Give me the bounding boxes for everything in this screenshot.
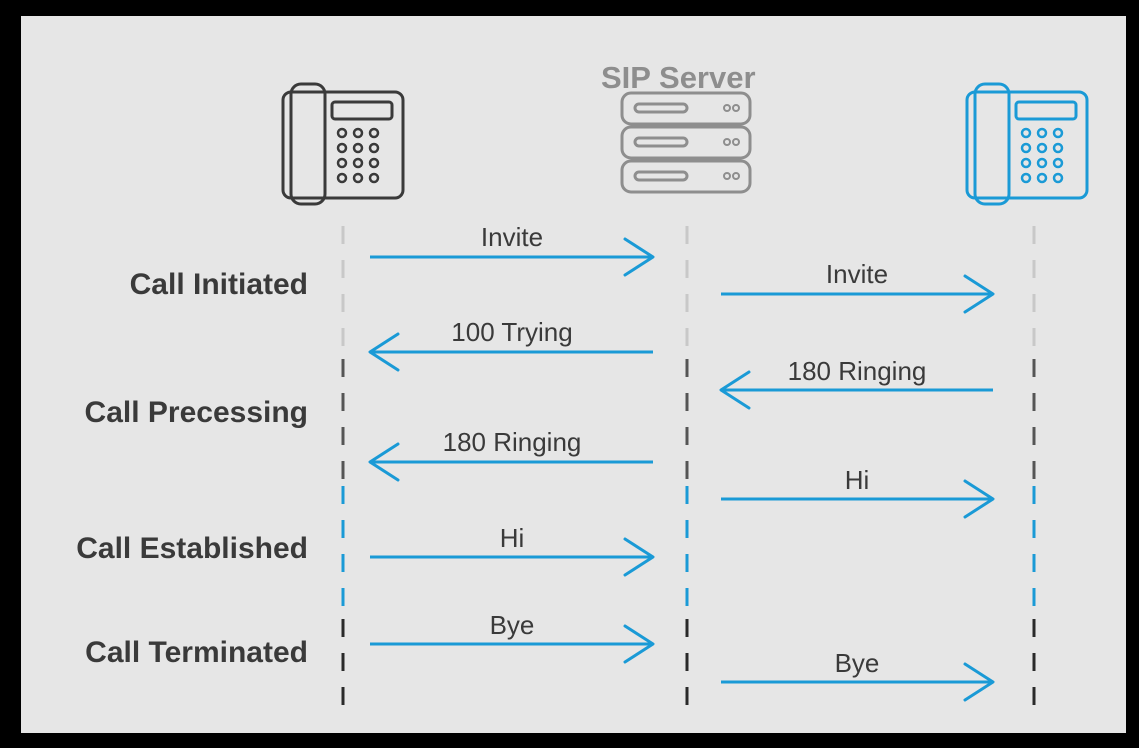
stage-label-terminated: Call Terminated [85,636,308,669]
caller-phone-icon [281,82,405,206]
message-label: Invite [825,259,889,289]
sequence-diagram [281,82,1089,705]
message-arrows [368,237,995,702]
lifelines [341,226,1036,705]
message-label: Invite [480,222,544,252]
message-arrow [370,624,655,664]
message-label: Hi [499,523,525,553]
diagram-panel: SIP Server Call Initiated Call Precessin… [21,16,1126,733]
message-arrow [721,274,995,314]
server-stack-icon [620,91,752,194]
message-label: Bye [834,648,880,678]
message-arrow [370,237,655,277]
message-arrow [368,442,653,482]
stage-label-processing: Call Precessing [84,396,308,429]
stage-label-established: Call Established [76,532,308,565]
message-arrow [721,479,995,519]
message-arrow [719,370,993,410]
message-label: 100 Trying [451,317,573,347]
message-arrow [721,662,995,702]
stage-label-initiated: Call Initiated [129,268,308,301]
message-label: 180 Ringing [442,427,582,457]
callee-phone-icon [965,82,1089,206]
message-arrow [370,537,655,577]
message-label: Bye [489,610,535,640]
message-arrow [368,332,653,372]
message-label: Hi [844,465,870,495]
server-title: SIP Server [601,60,756,95]
message-label: 180 Ringing [787,356,927,386]
